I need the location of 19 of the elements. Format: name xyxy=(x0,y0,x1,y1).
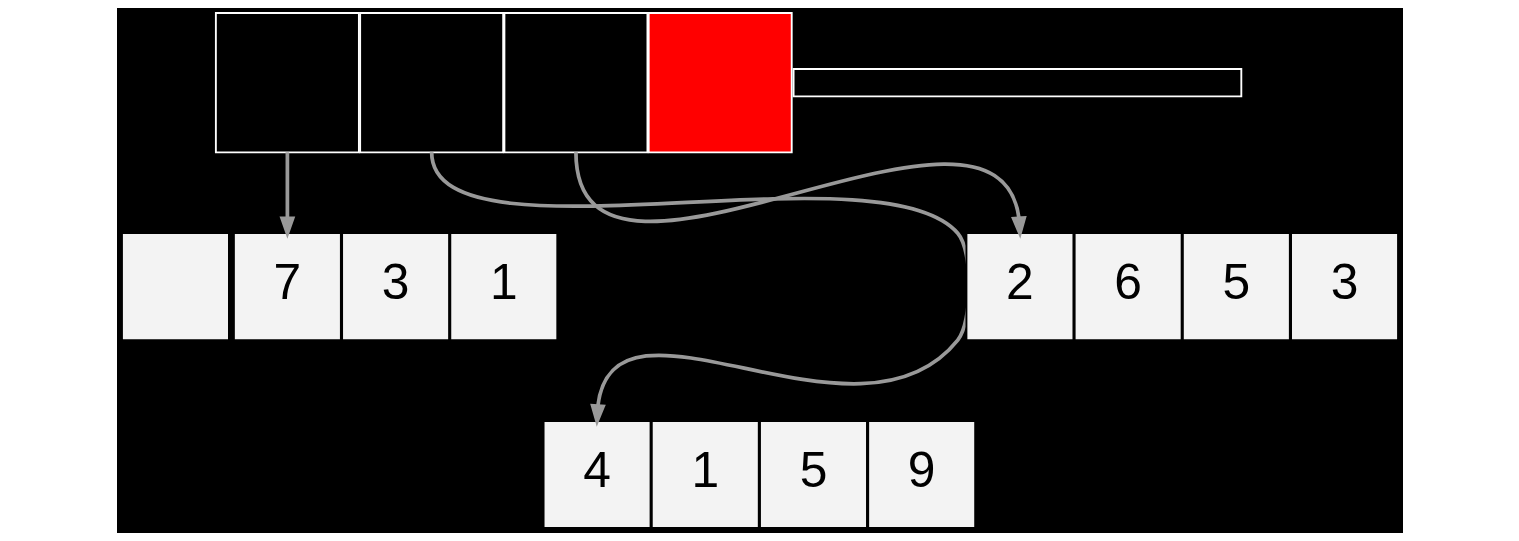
node-box: 6 xyxy=(1073,232,1183,342)
node-box xyxy=(358,12,504,154)
node-box: 5 xyxy=(1181,232,1291,342)
node-box: 3 xyxy=(340,232,450,342)
node-box: 5 xyxy=(758,420,868,529)
node-box: 1 xyxy=(448,232,558,342)
node-box xyxy=(792,68,1242,98)
node-box: 1 xyxy=(650,420,760,529)
node-box: 7 xyxy=(232,232,342,342)
node-box: 3 xyxy=(1289,232,1399,342)
node-box: 9 xyxy=(866,420,976,529)
arrow xyxy=(573,151,1027,239)
node-box: 4 xyxy=(542,420,651,529)
node-box xyxy=(503,12,648,154)
node-box xyxy=(647,12,793,154)
node-box: 2 xyxy=(965,232,1074,342)
arrow xyxy=(279,152,295,239)
node-box xyxy=(214,12,360,154)
node-box xyxy=(120,232,230,342)
